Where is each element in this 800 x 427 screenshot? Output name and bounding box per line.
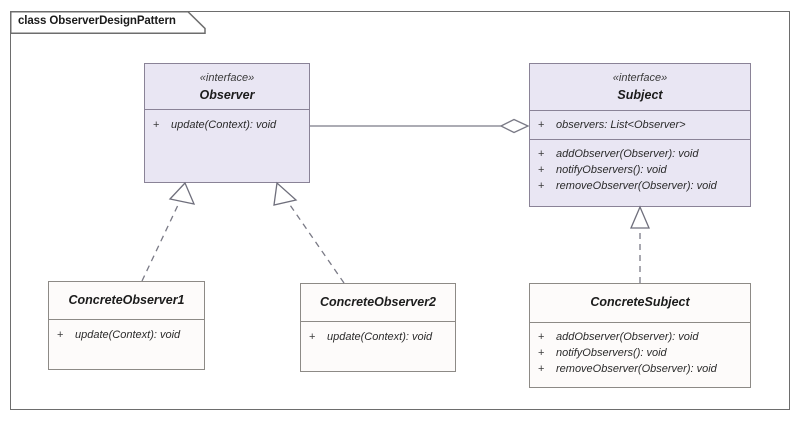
operation-signature: addObserver(Observer): void: [556, 148, 699, 160]
class-box-concreteobserver2[interactable]: ConcreteObserver2 + update(Context): voi…: [300, 283, 456, 372]
observer-stereotype: «interface»: [199, 72, 255, 84]
observer-operation[interactable]: + update(Context): void: [145, 117, 309, 133]
concretesubject-operation[interactable]: + removeObserver(Observer): void: [530, 361, 750, 377]
visibility-marker: +: [538, 363, 545, 375]
subject-operation[interactable]: + removeObserver(Observer): void: [530, 178, 750, 194]
concreteobserver1-operation[interactable]: + update(Context): void: [49, 327, 204, 343]
concretesubject-operation[interactable]: + addObserver(Observer): void: [530, 329, 750, 345]
observer-header-compartment: «interface» Observer: [145, 64, 309, 109]
concreteobserver2-operation[interactable]: + update(Context): void: [301, 329, 455, 345]
class-box-concretesubject[interactable]: ConcreteSubject + addObserver(Observer):…: [529, 283, 751, 388]
operation-signature: update(Context): void: [327, 331, 433, 343]
concreteobserver2-operations-compartment: + update(Context): void: [301, 321, 455, 371]
concreteobserver1-operations-compartment: + update(Context): void: [49, 319, 204, 369]
subject-operation[interactable]: + addObserver(Observer): void: [530, 146, 750, 162]
concretesubject-operations-compartment: + addObserver(Observer): void + notifyOb…: [530, 322, 750, 387]
subject-operation[interactable]: + notifyObservers(): void: [530, 162, 750, 178]
operation-signature: removeObserver(Observer): void: [556, 180, 717, 192]
observer-operations-compartment: + update(Context): void: [145, 109, 309, 183]
concreteobserver2-class-name: ConcreteObserver2: [319, 295, 437, 309]
diagram-frame-label: class ObserverDesignPattern: [18, 15, 176, 27]
operation-signature: notifyObservers(): void: [556, 164, 667, 176]
diagram-frame-tab: class ObserverDesignPattern: [10, 11, 206, 34]
visibility-marker: +: [57, 329, 64, 341]
visibility-marker: +: [538, 180, 545, 192]
operation-signature: update(Context): void: [75, 329, 181, 341]
concreteobserver1-class-name: ConcreteObserver1: [68, 293, 185, 307]
operation-signature: update(Context): void: [171, 119, 277, 131]
subject-class-name: Subject: [617, 88, 663, 102]
concretesubject-operation[interactable]: + notifyObservers(): void: [530, 345, 750, 361]
observer-class-name: Observer: [199, 88, 255, 102]
visibility-marker: +: [538, 164, 545, 176]
subject-operations-compartment: + addObserver(Observer): void + notifyOb…: [530, 139, 750, 206]
concretesubject-header-compartment: ConcreteSubject: [530, 284, 750, 322]
concreteobserver1-header-compartment: ConcreteObserver1: [49, 282, 204, 319]
visibility-marker: +: [538, 331, 545, 343]
subject-stereotype: «interface»: [612, 72, 668, 84]
operation-signature: removeObserver(Observer): void: [556, 363, 717, 375]
visibility-marker: +: [309, 331, 316, 343]
visibility-marker: +: [538, 347, 545, 359]
subject-header-compartment: «interface» Subject: [530, 64, 750, 110]
class-box-observer[interactable]: «interface» Observer + update(Context): …: [144, 63, 310, 183]
operation-signature: notifyObservers(): void: [556, 347, 667, 359]
visibility-marker: +: [153, 119, 160, 131]
visibility-marker: +: [538, 119, 545, 131]
concreteobserver2-header-compartment: ConcreteObserver2: [301, 284, 455, 321]
visibility-marker: +: [538, 148, 545, 160]
class-box-concreteobserver1[interactable]: ConcreteObserver1 + update(Context): voi…: [48, 281, 205, 370]
subject-attribute[interactable]: + observers: List<Observer>: [530, 117, 750, 133]
attribute-signature: observers: List<Observer>: [556, 119, 686, 131]
subject-attributes-compartment: + observers: List<Observer>: [530, 110, 750, 139]
operation-signature: addObserver(Observer): void: [556, 331, 699, 343]
class-box-subject[interactable]: «interface» Subject + observers: List<Ob…: [529, 63, 751, 207]
concretesubject-class-name: ConcreteSubject: [590, 295, 690, 309]
